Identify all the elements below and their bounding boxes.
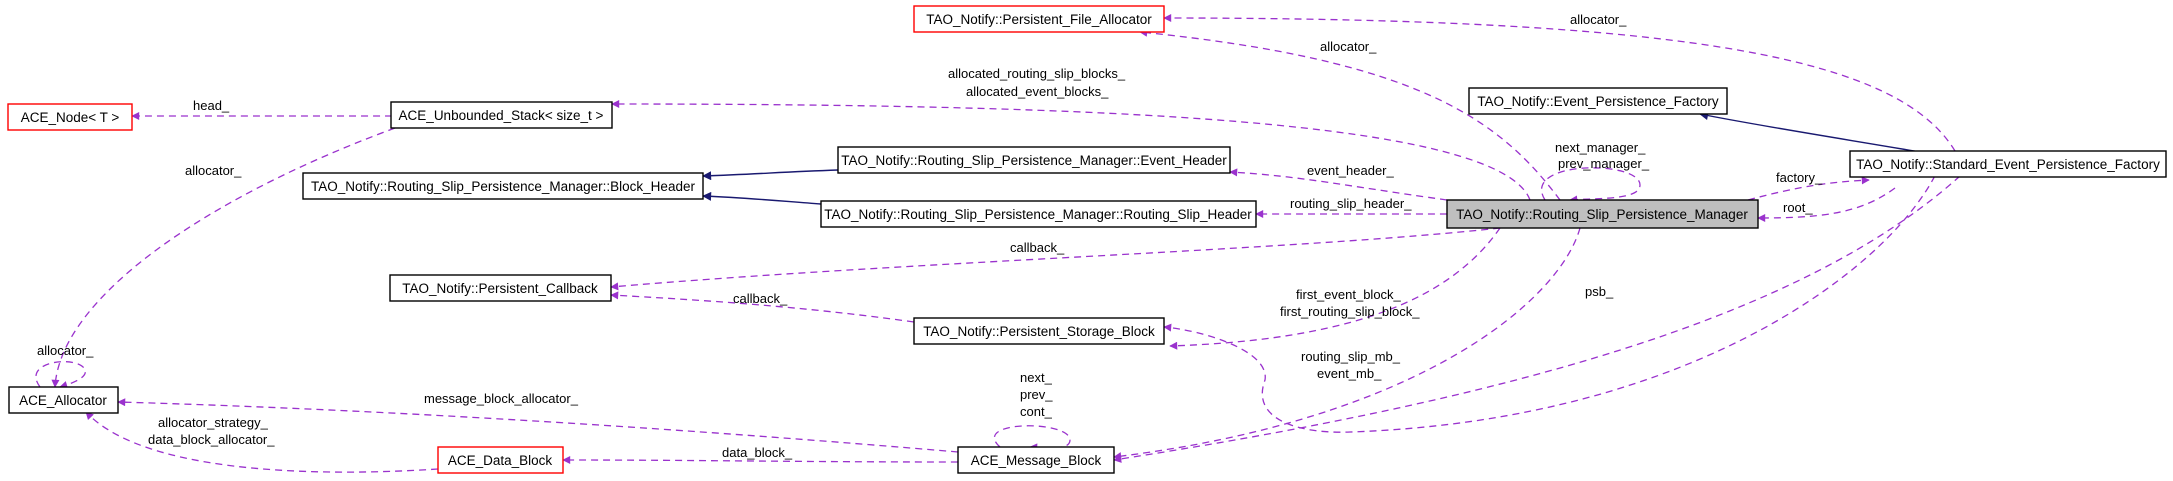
- label-root: root_: [1783, 200, 1813, 215]
- svg-text:ACE_Node< T >: ACE_Node< T >: [21, 110, 120, 125]
- label-allocator-mid: allocator_: [1320, 39, 1377, 54]
- label-prev-manager: prev_manager_: [1558, 156, 1650, 171]
- node-unbounded-stack[interactable]: ACE_Unbounded_Stack< size_t >: [390, 101, 613, 129]
- edge-labels: allocator_ allocator_ head_ allocated_ro…: [37, 12, 1823, 460]
- edge-root-to-manager: [1757, 187, 1896, 222]
- label-callback-bottom: callback_: [733, 291, 788, 306]
- svg-text:TAO_Notify::Persistent_File_Al: TAO_Notify::Persistent_File_Allocator: [926, 12, 1152, 27]
- label-data-block: data_block_: [722, 445, 793, 460]
- edge-allocator-self: [35, 361, 86, 389]
- node-standard-event-persistence-factory[interactable]: TAO_Notify::Standard_Event_Persistence_F…: [1849, 150, 2167, 178]
- svg-text:TAO_Notify::Routing_Slip_Persi: TAO_Notify::Routing_Slip_Persistence_Man…: [841, 153, 1227, 168]
- svg-text:TAO_Notify::Routing_Slip_Persi: TAO_Notify::Routing_Slip_Persistence_Man…: [824, 207, 1252, 222]
- svg-text:TAO_Notify::Persistent_Storage: TAO_Notify::Persistent_Storage_Block: [923, 324, 1155, 339]
- node-ace-data-block[interactable]: ACE_Data_Block: [437, 446, 564, 474]
- svg-text:TAO_Notify::Event_Persistence_: TAO_Notify::Event_Persistence_Factory: [1477, 94, 1719, 109]
- edge-standard-factory-inherits-event-factory: [1699, 111, 1921, 153]
- svg-text:ACE_Unbounded_Stack< size_t >: ACE_Unbounded_Stack< size_t >: [399, 108, 604, 123]
- edge-factory-to-standard-factory: [1747, 176, 1870, 201]
- svg-text:TAO_Notify::Routing_Slip_Persi: TAO_Notify::Routing_Slip_Persistence_Man…: [311, 179, 695, 194]
- edges: [35, 14, 1961, 473]
- label-head: head_: [193, 98, 230, 113]
- label-callback-top: callback_: [1010, 240, 1065, 255]
- label-allocator-top: allocator_: [1570, 12, 1627, 27]
- svg-text:TAO_Notify::Standard_Event_Per: TAO_Notify::Standard_Event_Persistence_F…: [1856, 157, 2160, 172]
- edge-psb-to-storage-block: [1163, 164, 1941, 433]
- node-persistent-file-allocator[interactable]: TAO_Notify::Persistent_File_Allocator: [913, 5, 1165, 33]
- label-routing-slip-header: routing_slip_header_: [1290, 196, 1412, 211]
- label-next: next_: [1020, 370, 1053, 385]
- edge-factory-to-message-block: [1113, 175, 1961, 463]
- label-allocator-strategy: allocator_strategy_: [158, 415, 269, 430]
- node-persistent-storage-block[interactable]: TAO_Notify::Persistent_Storage_Block: [913, 317, 1165, 345]
- node-routing-slip-persistence-manager[interactable]: TAO_Notify::Routing_Slip_Persistence_Man…: [1446, 199, 1759, 229]
- label-prev: prev_: [1020, 387, 1053, 402]
- edge-routing-slip-header-inherits-block-header: [702, 191, 822, 205]
- node-event-persistence-factory[interactable]: TAO_Notify::Event_Persistence_Factory: [1468, 87, 1728, 115]
- label-factory: factory_: [1776, 170, 1823, 185]
- edge-allocator-to-file-allocator-from-factory: [1163, 14, 1956, 152]
- edge-allocated-blocks-to-unbounded-stack: [611, 100, 1531, 201]
- node-ace-node[interactable]: ACE_Node< T >: [7, 103, 133, 131]
- edge-next-prev-manager-self: [1541, 167, 1641, 204]
- label-psb: psb_: [1585, 284, 1614, 299]
- label-allocator-left: allocator_: [185, 163, 242, 178]
- edge-first-blocks-to-storage-block: [1169, 227, 1501, 350]
- label-allocated-event-blocks: allocated_event_blocks_: [966, 84, 1109, 99]
- edge-data-block-allocators: [85, 411, 439, 473]
- svg-text:TAO_Notify::Persistent_Callbac: TAO_Notify::Persistent_Callback: [402, 281, 598, 296]
- edge-routing-slip-mb-to-message-block: [1113, 227, 1581, 461]
- label-allocated-routing-slip-blocks: allocated_routing_slip_blocks_: [948, 66, 1126, 81]
- edge-callback-manager-to-persistent-callback: [610, 227, 1501, 291]
- svg-text:ACE_Message_Block: ACE_Message_Block: [971, 453, 1102, 468]
- svg-text:TAO_Notify::Routing_Slip_Persi: TAO_Notify::Routing_Slip_Persistence_Man…: [1456, 207, 1748, 222]
- edge-callback-storage-to-persistent-callback: [610, 291, 915, 323]
- label-allocator-self: allocator_: [37, 343, 94, 358]
- svg-text:ACE_Allocator: ACE_Allocator: [19, 393, 107, 408]
- node-ace-allocator[interactable]: ACE_Allocator: [8, 386, 119, 414]
- edge-event-header-to-manager: [1229, 168, 1448, 201]
- label-first-event-block: first_event_block_: [1296, 287, 1402, 302]
- node-event-header[interactable]: TAO_Notify::Routing_Slip_Persistence_Man…: [837, 146, 1231, 174]
- svg-text:ACE_Data_Block: ACE_Data_Block: [448, 453, 553, 468]
- edge-allocator-to-file-allocator-from-manager: [1139, 28, 1561, 201]
- node-persistent-callback[interactable]: TAO_Notify::Persistent_Callback: [389, 274, 612, 302]
- edge-data-block-to-data-block-node: [562, 456, 959, 465]
- edge-message-block-allocator: [117, 398, 959, 453]
- label-event-header: event_header_: [1307, 163, 1395, 178]
- node-block-header[interactable]: TAO_Notify::Routing_Slip_Persistence_Man…: [302, 172, 704, 200]
- label-message-block-allocator: message_block_allocator_: [424, 391, 579, 406]
- label-next-manager: next_manager_: [1555, 140, 1646, 155]
- label-routing-slip-mb: routing_slip_mb_: [1301, 349, 1401, 364]
- nodes: TAO_Notify::Persistent_File_Allocator AC…: [7, 5, 2167, 474]
- node-routing-slip-header[interactable]: TAO_Notify::Routing_Slip_Persistence_Man…: [820, 200, 1257, 228]
- edge-next-prev-cont-self: [993, 425, 1071, 452]
- label-first-routing-slip-block: first_routing_slip_block_: [1280, 304, 1420, 319]
- node-ace-message-block[interactable]: ACE_Message_Block: [957, 446, 1115, 474]
- label-event-mb: event_mb_: [1317, 366, 1382, 381]
- edge-event-header-inherits-block-header: [702, 169, 839, 181]
- label-data-block-allocator: data_block_allocator_: [148, 432, 275, 447]
- label-cont: cont_: [1020, 404, 1053, 419]
